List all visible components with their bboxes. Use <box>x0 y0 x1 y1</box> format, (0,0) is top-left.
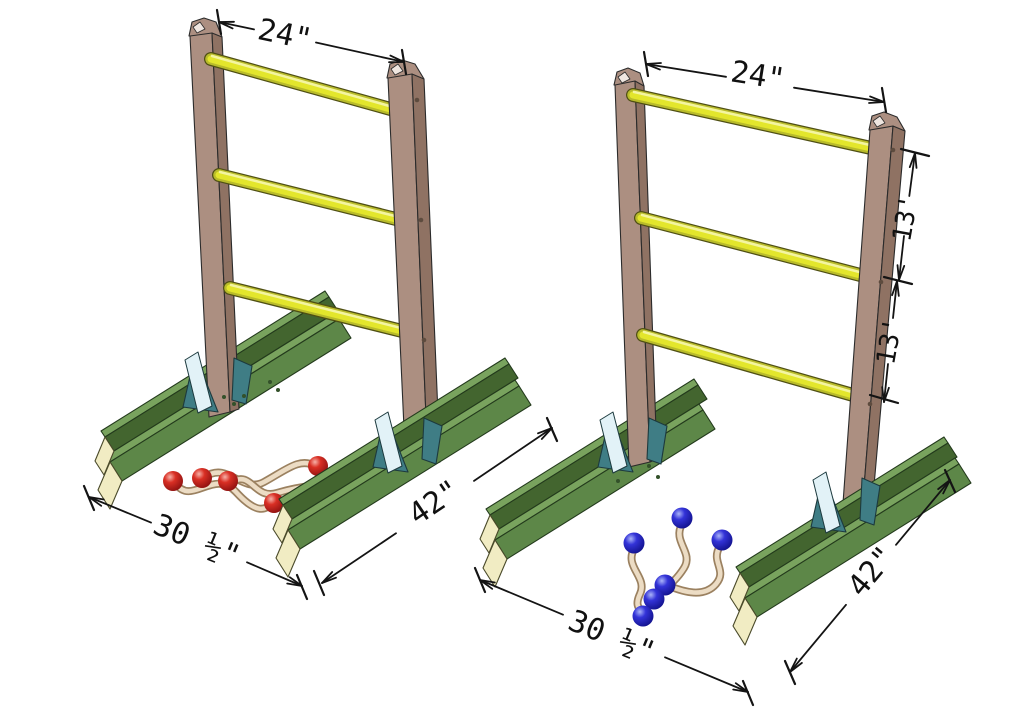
bracket-gusset <box>421 417 443 465</box>
screw-hole <box>647 464 651 468</box>
dimension-line <box>321 427 553 584</box>
right-ladder-front-bracket <box>810 471 881 534</box>
arrowhead <box>789 479 951 673</box>
extension-tick <box>312 416 559 597</box>
foot-board-face <box>282 363 519 520</box>
screw-hole <box>222 395 226 399</box>
rung-bottom <box>223 281 413 339</box>
left-ladder-left-post <box>188 17 240 418</box>
rung-middle <box>212 168 407 227</box>
arrowhead <box>881 280 900 403</box>
rung-top <box>626 88 887 157</box>
rung-hole <box>421 337 427 343</box>
bracket-gusset <box>231 357 253 405</box>
bola-ball-blue <box>623 532 645 554</box>
right-ladder-back-bracket <box>597 411 668 474</box>
rung-hole <box>867 401 873 407</box>
rung-hole <box>878 279 884 285</box>
left-ladder-front-bracket <box>372 411 443 474</box>
bola-ball-blue <box>632 605 654 627</box>
rung-bottom <box>636 328 867 404</box>
left-ladder-rungs <box>204 52 413 339</box>
screw-hole <box>232 402 236 406</box>
left-ladder-back-bracket <box>182 351 253 414</box>
bola-ball-red <box>218 471 238 491</box>
bola-ball-blue <box>711 529 733 551</box>
post-cap-facet <box>617 71 631 84</box>
bola-ball-red <box>163 471 183 491</box>
foot-board-top <box>490 403 704 541</box>
screw-hole <box>242 394 246 398</box>
foot-end-cut <box>732 597 758 646</box>
bola-ball-red <box>264 493 284 513</box>
arrowhead <box>321 427 553 584</box>
screw-hole <box>268 380 272 384</box>
dim-right-rung-width: 24" <box>642 50 888 114</box>
bola-ball-blue <box>643 588 665 610</box>
left-ladder <box>94 17 532 578</box>
right-ladder-rungs <box>626 88 887 404</box>
post-cap-facet <box>872 115 886 128</box>
dimension-label: 42" <box>402 473 466 532</box>
rung-top <box>204 52 401 117</box>
bracket-brace <box>812 471 841 534</box>
bracket-gusset <box>859 477 881 526</box>
left-ladder-right-post <box>386 59 441 473</box>
post-cap-facet <box>390 63 404 76</box>
rung-middle <box>634 211 875 284</box>
dimension-line <box>479 579 749 693</box>
bola-ball-blue <box>671 507 693 529</box>
dimension-label: 24" <box>728 54 787 97</box>
bracket-brace <box>184 351 213 414</box>
bracket-brace <box>374 411 403 474</box>
arrowhead <box>88 496 303 587</box>
screw-hole <box>276 388 280 392</box>
left-ladder-foot-holes <box>222 380 280 406</box>
screw-hole <box>616 479 620 483</box>
arrowhead <box>645 62 885 104</box>
left-ladder-front-foot <box>272 357 532 578</box>
foot-end-cut <box>275 529 301 578</box>
bola-ball-red <box>192 468 212 488</box>
dim-rung-spacing-lower: 13' <box>868 280 909 405</box>
right-ladder <box>479 67 972 646</box>
dimension-line <box>883 280 898 403</box>
rung-hole <box>890 147 896 153</box>
dimension-label: 24" <box>255 12 315 58</box>
bracket-gusset <box>646 417 668 465</box>
right-ladder-left-post <box>613 67 658 468</box>
dimension-line <box>88 496 303 587</box>
right-ladder-right-post <box>841 111 906 518</box>
dimension-line <box>898 152 916 281</box>
arrowhead <box>218 20 405 64</box>
bracket-brace <box>599 411 628 474</box>
arrowhead <box>896 152 918 281</box>
right-ladder-front-foot <box>729 436 972 646</box>
foot-end-cut <box>97 461 123 510</box>
arrowhead <box>479 579 749 693</box>
right-ladder-foot-holes <box>616 464 660 483</box>
dimension-line <box>789 479 951 673</box>
red-bolas <box>163 456 356 513</box>
post-cap-facet <box>192 21 206 34</box>
dimension-label: 30 ½" <box>148 507 245 574</box>
rung-hole <box>418 217 424 223</box>
screw-hole <box>656 475 660 479</box>
rung-hole <box>414 97 420 103</box>
dimension-line <box>218 21 405 63</box>
dimension-line <box>645 63 885 103</box>
blue-bolas <box>623 507 733 627</box>
